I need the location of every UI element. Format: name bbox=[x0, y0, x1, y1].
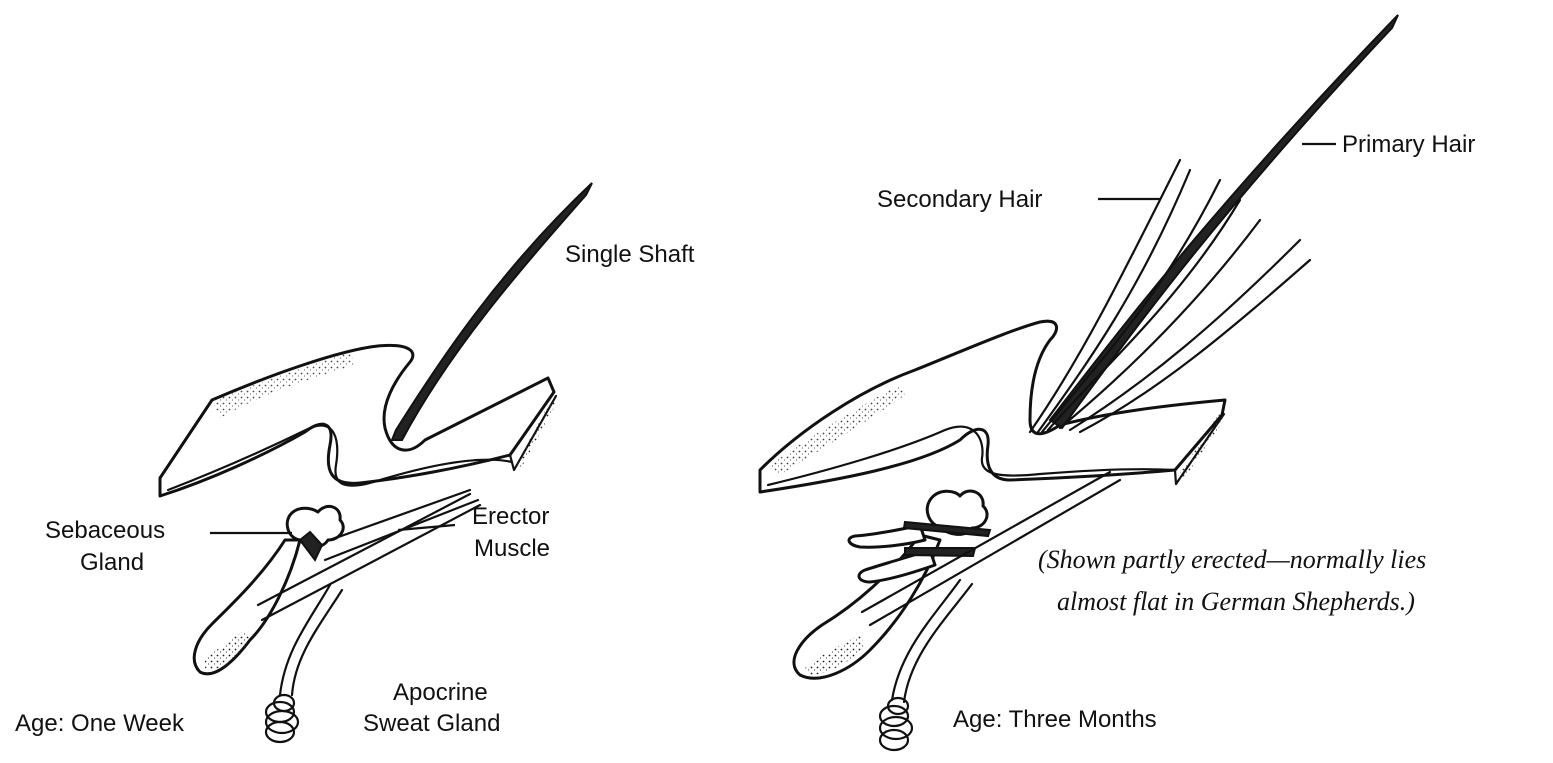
left-erector-muscle bbox=[330, 490, 470, 540]
note-line-2: almost flat in German Shepherds.) bbox=[1057, 587, 1415, 616]
left-follicle-illustration bbox=[160, 183, 592, 742]
left-single-shaft bbox=[392, 183, 592, 440]
label-single-shaft: Single Shaft bbox=[565, 241, 695, 268]
label-erector-line1: Erector bbox=[472, 503, 549, 530]
right-age-label: Age: Three Months bbox=[953, 706, 1157, 733]
label-sebaceous-line1: Sebaceous bbox=[45, 517, 165, 544]
note-line-1: (Shown partly erected—normally lies bbox=[1038, 545, 1426, 574]
right-sweat-gland-coil bbox=[880, 698, 912, 750]
label-apocrine-line1: Apocrine bbox=[393, 679, 488, 706]
label-apocrine-line2: Sweat Gland bbox=[363, 710, 500, 737]
left-follicle-bulb bbox=[194, 540, 300, 674]
right-follicle-illustration bbox=[760, 15, 1398, 750]
label-secondary-hair: Secondary Hair bbox=[877, 186, 1042, 213]
right-skin-slab bbox=[760, 321, 1225, 492]
label-primary-hair: Primary Hair bbox=[1342, 131, 1475, 158]
right-primary-hair bbox=[1050, 15, 1398, 428]
left-age-label: Age: One Week bbox=[15, 710, 185, 737]
left-sweat-gland-coil bbox=[266, 695, 298, 742]
label-sebaceous-line2: Gland bbox=[80, 549, 144, 576]
label-erector-line2: Muscle bbox=[474, 535, 550, 562]
left-skin-slab bbox=[160, 345, 554, 496]
left-sweat-duct bbox=[280, 585, 330, 695]
